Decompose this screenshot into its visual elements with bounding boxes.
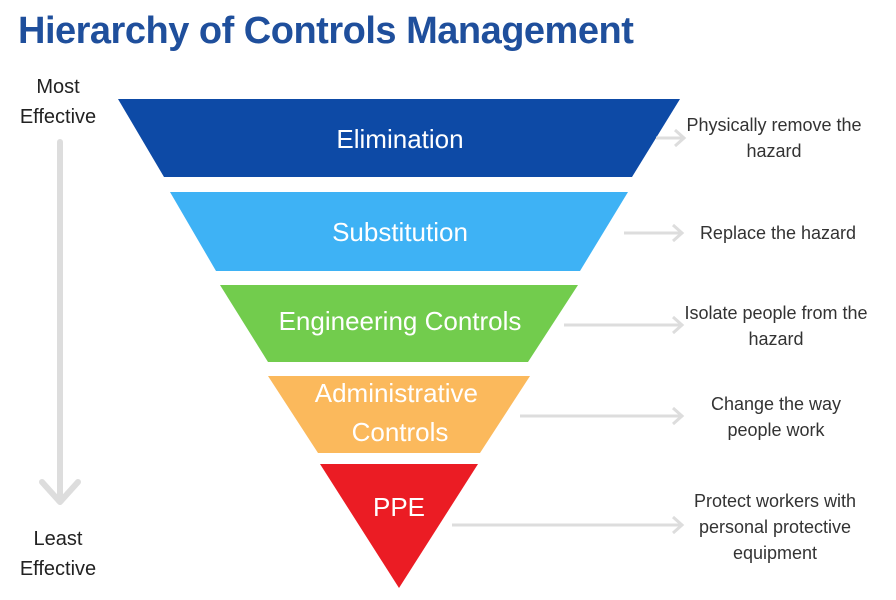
administrative-controls-description: Change the way people work bbox=[710, 394, 842, 440]
elimination-label: Elimination bbox=[336, 124, 463, 154]
arrow-icon bbox=[520, 406, 685, 426]
least-effective-label: Least Effective bbox=[19, 528, 97, 580]
engineering-controls-description: Isolate people from the hazard bbox=[684, 303, 868, 349]
engineering-controls-label: Engineering Controls bbox=[279, 306, 522, 336]
substitution-band bbox=[170, 192, 628, 271]
substitution-label: Substitution bbox=[332, 217, 468, 247]
level-substitution: Substitution bbox=[170, 192, 628, 271]
substitution-description: Replace the hazard bbox=[699, 223, 857, 243]
administrative-controls-band bbox=[268, 376, 530, 453]
arrow-icon bbox=[452, 515, 685, 535]
elimination-description: Physically remove the hazard bbox=[686, 115, 862, 161]
level-elimination: Elimination bbox=[118, 99, 680, 177]
ppe-band bbox=[320, 464, 478, 588]
level-ppe: PPE bbox=[320, 464, 478, 588]
level-administrative-controls: Administrative Controls bbox=[268, 376, 530, 453]
arrow-icon bbox=[624, 223, 685, 243]
effectiveness-arrow-icon bbox=[39, 139, 81, 505]
level-engineering-controls: Engineering Controls bbox=[220, 285, 578, 362]
engineering-controls-band bbox=[220, 285, 578, 362]
page-title: Hierarchy of Controls Management bbox=[18, 10, 634, 52]
most-effective-label: Most Effective bbox=[19, 76, 97, 128]
administrative-controls-label: Administrative Controls bbox=[315, 378, 486, 447]
elimination-band bbox=[118, 99, 680, 177]
ppe-description: Protect workers with personal protective… bbox=[693, 491, 857, 563]
ppe-label: PPE bbox=[373, 492, 425, 522]
arrow-icon bbox=[564, 315, 685, 335]
arrow-icon bbox=[656, 128, 687, 148]
